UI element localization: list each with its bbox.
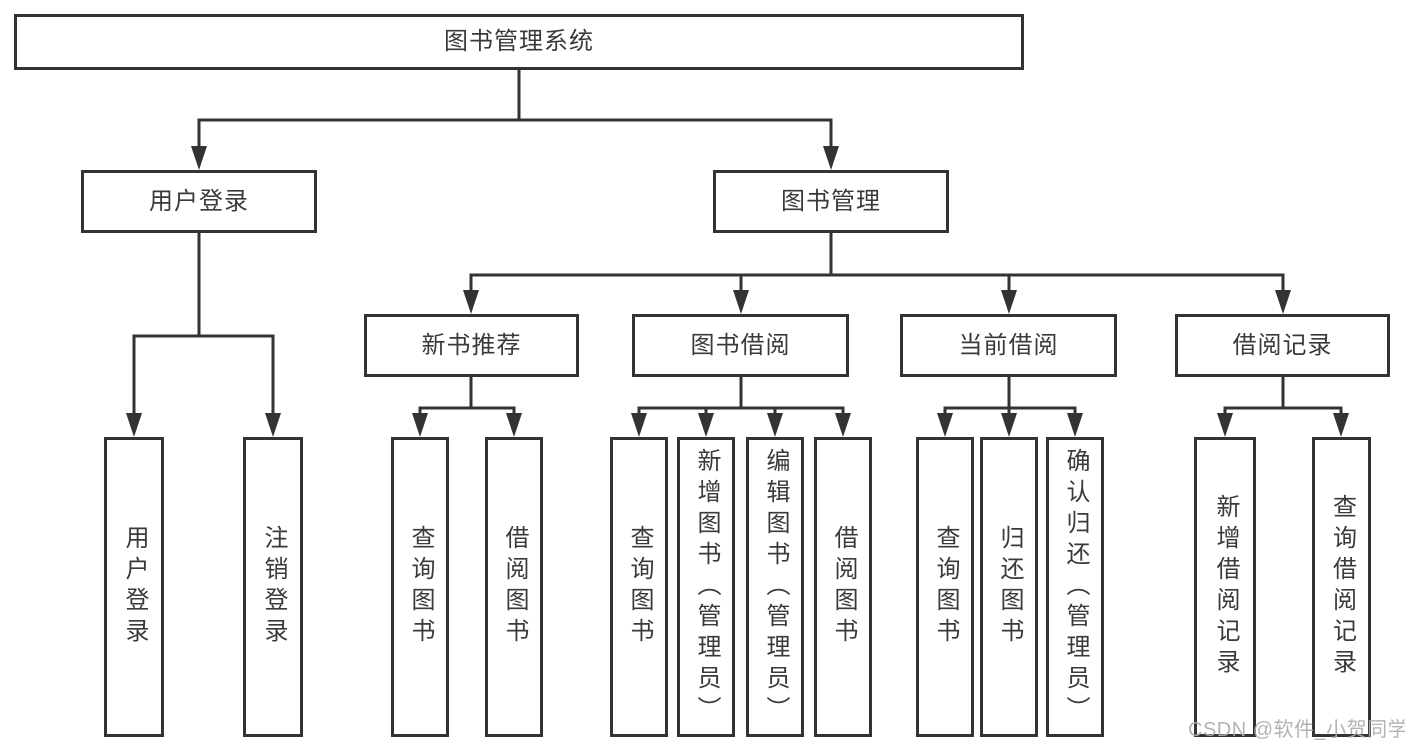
node-leaf-query-book-current: 查询图书: [916, 437, 974, 737]
watermark: CSDN @软件_小贺同学: [1188, 719, 1405, 741]
connector-book-borrow-children: [631, 377, 851, 437]
connector-borrow-records-children: [1217, 377, 1349, 437]
node-leaf-return-book: 归还图书: [980, 437, 1038, 737]
connector-root-to-level2: [191, 70, 839, 170]
node-new-book-recommend: 新书推荐: [364, 314, 579, 377]
node-leaf-query-book-recommend: 查询图书: [391, 437, 449, 737]
node-library-system: 图书管理系统: [14, 14, 1024, 70]
node-current-borrow: 当前借阅: [900, 314, 1117, 377]
node-leaf-query-borrow-record: 查询借阅记录: [1312, 437, 1371, 737]
connector-user-login-children: [126, 233, 281, 437]
node-borrow-records: 借阅记录: [1175, 314, 1390, 377]
node-book-borrow: 图书借阅: [632, 314, 849, 377]
node-leaf-user-login: 用户登录: [104, 437, 164, 737]
node-user-login: 用户登录: [81, 170, 317, 233]
node-leaf-logout: 注销登录: [243, 437, 303, 737]
connector-current-borrow-children: [937, 377, 1083, 437]
node-leaf-borrow-book: 借阅图书: [814, 437, 872, 737]
node-leaf-add-borrow-record: 新增借阅记录: [1194, 437, 1256, 737]
connector-book-mgmt-to-level3: [463, 233, 1291, 314]
node-leaf-confirm-return-admin: 确认归还（管理员）: [1046, 437, 1104, 737]
node-leaf-add-book-admin: 新增图书（管理员）: [677, 437, 735, 737]
node-leaf-edit-book-admin: 编辑图书（管理员）: [746, 437, 804, 737]
node-leaf-borrow-book-recommend: 借阅图书: [485, 437, 543, 737]
node-leaf-query-book-borrow: 查询图书: [610, 437, 668, 737]
connector-new-book-children: [412, 377, 522, 437]
node-book-mgmt: 图书管理: [713, 170, 949, 233]
